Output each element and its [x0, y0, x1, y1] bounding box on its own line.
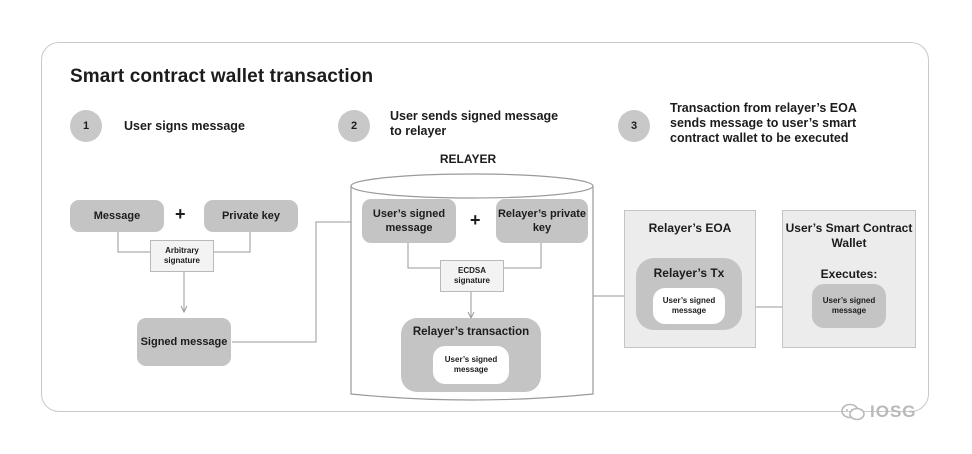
signed-message-node: Signed message	[137, 318, 231, 366]
private-key-node: Private key	[204, 200, 298, 232]
arrow-to-relayer	[232, 222, 360, 343]
wallet-executed-message: User’s signed message	[812, 284, 886, 328]
iosg-watermark: IOSG	[840, 402, 917, 422]
line-key-to-signature	[212, 232, 251, 253]
wechat-icon	[841, 403, 865, 421]
step-3-text: Transaction from relayer’s EOA sends mes…	[670, 101, 857, 145]
step-1-number: 1	[70, 110, 102, 142]
relayers-tx-message: User’s signed message	[653, 288, 725, 324]
relayer-users-signed-message-node: User’s signed message	[362, 199, 456, 243]
line-message-to-signature	[117, 232, 150, 253]
step-1-text: User signs message	[124, 119, 245, 133]
diagram-title: Smart contract wallet transaction	[70, 66, 374, 87]
relayer-transaction-label: Relayer’s transaction	[412, 326, 530, 338]
step-3-number: 3	[618, 110, 650, 142]
relayer-plus-sign: +	[470, 210, 481, 230]
step-2-text: User sends signed message to relayer	[390, 109, 559, 138]
arbitrary-signature-box: Arbitrary signature	[150, 240, 214, 272]
plus-sign: +	[175, 204, 186, 224]
diagram-frame	[41, 42, 929, 412]
ecdsa-signature-box: ECDSA signature	[440, 260, 504, 292]
relayers-tx-label: Relayer’s Tx	[653, 266, 725, 280]
relayer-private-key-node: Relayer’s private key	[496, 199, 588, 243]
step-2-number: 2	[338, 110, 370, 142]
executes-label: Executes:	[820, 267, 878, 281]
watermark-text: IOSG	[870, 402, 917, 421]
relayer-transaction-message: User’s signed message	[433, 346, 509, 384]
relayers-eoa-title: Relayer’s EOA	[648, 221, 732, 235]
relayer-label: RELAYER	[439, 152, 497, 166]
message-node: Message	[70, 200, 164, 232]
smart-contract-wallet-title: User’s Smart Contract Wallet	[785, 221, 913, 250]
